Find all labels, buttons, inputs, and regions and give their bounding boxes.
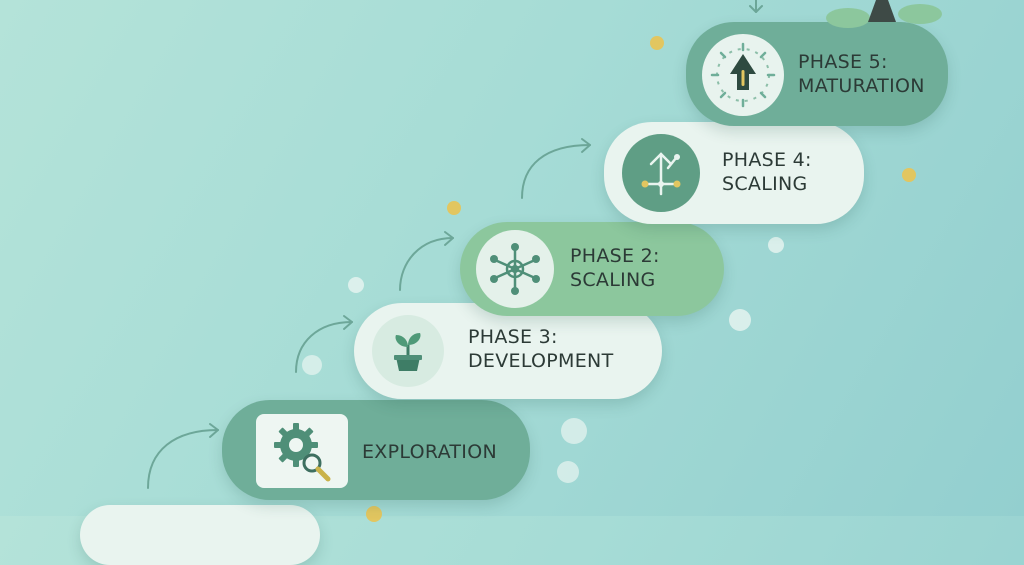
connector-arrow bbox=[343, 315, 353, 330]
connector-arrow bbox=[399, 237, 454, 291]
connector-arrows bbox=[147, 0, 763, 489]
upward-arrow-sunburst-icon bbox=[710, 42, 776, 108]
step-phase-2: PHASE 2: SCALING bbox=[460, 222, 724, 316]
tree-decoration bbox=[826, 0, 942, 28]
step-label: PHASE 2: SCALING bbox=[570, 245, 660, 291]
step-icon-circle bbox=[476, 230, 554, 308]
sprout-pot-icon bbox=[394, 333, 422, 371]
network-hub-icon bbox=[490, 243, 540, 295]
connector-arrow bbox=[521, 144, 591, 199]
step-icon-circle bbox=[702, 34, 784, 116]
step-label: PHASE 5: MATURATION bbox=[798, 51, 925, 97]
connector-arrow bbox=[581, 138, 591, 153]
decor-dot bbox=[561, 418, 587, 444]
decor-dot bbox=[768, 237, 784, 253]
decor-dot bbox=[348, 277, 364, 293]
connector-arrow bbox=[147, 429, 219, 489]
connector-arrow bbox=[444, 231, 454, 246]
gear-magnifier-icon bbox=[274, 423, 331, 482]
connector-arrow bbox=[209, 423, 219, 438]
branching-arrow-icon bbox=[641, 152, 681, 196]
step-icon-circle bbox=[622, 134, 700, 212]
step-phase-4: PHASE 4: SCALING bbox=[604, 122, 864, 224]
step-label: EXPLORATION bbox=[362, 441, 497, 463]
connector-arrow bbox=[295, 321, 353, 373]
decor-dot bbox=[447, 201, 461, 215]
decor-dot bbox=[557, 461, 579, 483]
step-exploration: EXPLORATION bbox=[222, 400, 530, 500]
step-phase-5: PHASE 5: MATURATION bbox=[686, 22, 948, 126]
decor-dot bbox=[729, 309, 751, 331]
step-icon-circle bbox=[372, 315, 444, 387]
step-label: PHASE 4: SCALING bbox=[722, 149, 812, 195]
step-label: PHASE 3: DEVELOPMENT bbox=[468, 326, 614, 372]
phase-staircase-diagram: EXPLORATION PHASE 3: DEVELOPMENT bbox=[80, 0, 948, 565]
decor-dot bbox=[650, 36, 664, 50]
connector-arrow bbox=[749, 5, 763, 13]
decor-dot bbox=[302, 355, 322, 375]
decor-dot bbox=[902, 168, 916, 182]
step-phase-3: PHASE 3: DEVELOPMENT bbox=[354, 303, 662, 399]
step-icon-box bbox=[256, 414, 348, 488]
